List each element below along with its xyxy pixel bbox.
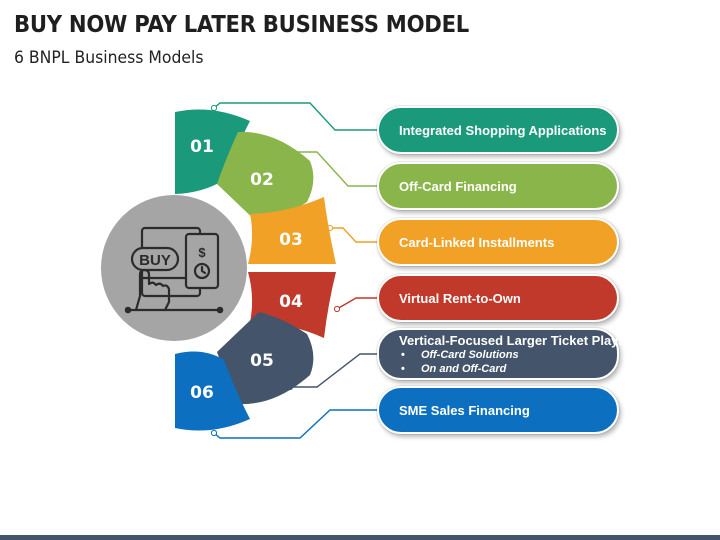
segment-number-01: 01: [190, 137, 214, 157]
model-label-05: Vertical-Focused Larger Ticket Plays: [399, 332, 626, 348]
dollar-icon-text: $: [198, 245, 206, 260]
model-label-02: Off-Card Financing: [399, 178, 517, 194]
footer-bar: [0, 535, 720, 540]
model-pill-01[interactable]: Integrated Shopping Applications: [377, 106, 619, 154]
model-05-bullets: Off-Card Solutions On and Off-Card: [399, 348, 617, 376]
connector-dot-04: [333, 305, 341, 313]
connector-04: [336, 297, 377, 310]
model-pill-03[interactable]: Card-Linked Installments: [377, 218, 619, 266]
buy-icon-text: BUY: [139, 252, 171, 269]
segment-05[interactable]: [217, 312, 314, 405]
connector-05: [290, 353, 377, 388]
segment-06[interactable]: [175, 351, 250, 431]
segment-01[interactable]: [175, 109, 250, 194]
segment-number-04: 04: [279, 292, 303, 312]
model-pill-06[interactable]: SME Sales Financing: [377, 386, 619, 434]
model-pill-02[interactable]: Off-Card Financing: [377, 162, 619, 210]
bullet-item: On and Off-Card: [399, 362, 617, 376]
model-pill-05[interactable]: Vertical-Focused Larger Ticket Plays Off…: [377, 328, 626, 380]
page-title: BUY NOW PAY LATER BUSINESS MODEL: [14, 12, 469, 38]
segment-03[interactable]: [248, 197, 336, 264]
segment-number-05: 05: [250, 351, 274, 371]
segment-number-03: 03: [279, 230, 303, 250]
segments: [175, 109, 336, 431]
connector-06: [213, 409, 377, 439]
segment-number-02: 02: [250, 170, 274, 190]
segment-number-06: 06: [190, 383, 214, 403]
connector-dot-01: [210, 104, 218, 112]
model-label-04: Virtual Rent-to-Own: [399, 290, 521, 306]
model-label-06: SME Sales Financing: [399, 402, 530, 418]
connector-01: [213, 102, 377, 131]
connector-dot-06: [210, 429, 218, 437]
buy-hand-icon: BUY $: [124, 226, 224, 314]
segment-02[interactable]: [217, 131, 314, 224]
bullet-item: Off-Card Solutions: [399, 348, 617, 362]
model-label-01: Integrated Shopping Applications: [399, 122, 607, 138]
page-subtitle: 6 BNPL Business Models: [14, 48, 204, 68]
connector-03: [330, 227, 377, 243]
model-pill-04[interactable]: Virtual Rent-to-Own: [377, 274, 619, 322]
connector-02: [289, 151, 377, 187]
model-label-03: Card-Linked Installments: [399, 234, 555, 250]
